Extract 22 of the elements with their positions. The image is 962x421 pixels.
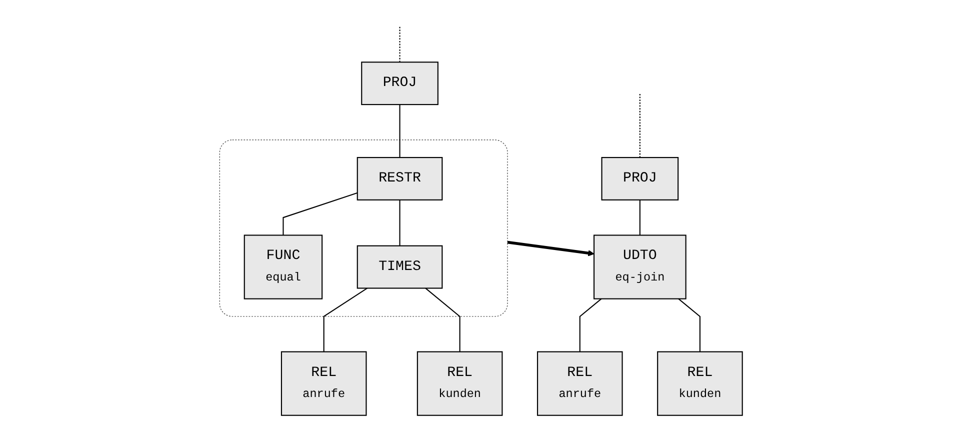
node-box: FUNC equal [244,234,323,300]
cluster [219,140,508,317]
node-box: RESTR [356,157,443,200]
arrow [507,240,594,256]
connector [425,288,460,352]
node-box: REL kunden [657,351,743,416]
node-box: PROJ [601,157,679,200]
connector [399,104,400,158]
connector [639,94,640,158]
connector [399,26,400,62]
connector [579,298,602,352]
node-box: PROJ [361,62,438,106]
node-box: REL kunden [416,351,503,416]
node-box: REL anrufe [536,351,623,416]
connector [399,200,400,246]
connector [639,200,640,236]
connector [678,298,700,352]
node-box: REL anrufe [280,351,367,416]
node-box: UDTO eq-join [594,234,686,300]
connector [323,288,368,352]
node-box: TIMES [356,245,443,289]
connector [282,192,358,236]
